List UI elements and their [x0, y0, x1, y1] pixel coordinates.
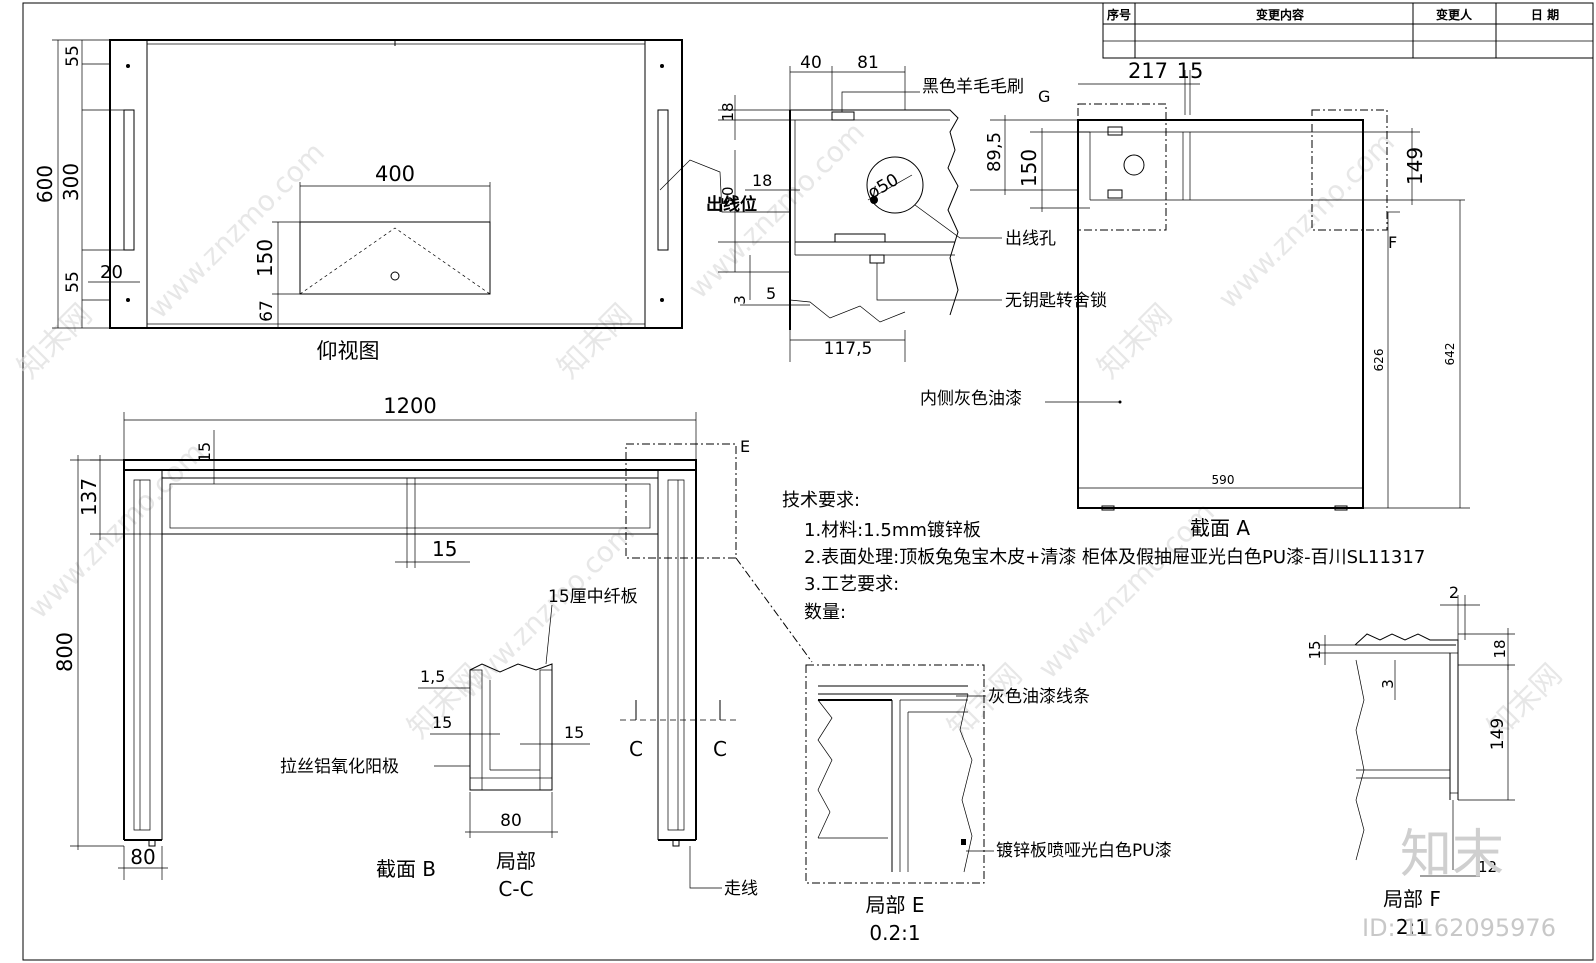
dim-15-top: 15 — [195, 442, 214, 462]
technical-notes: 技术要求: 1.材料:1.5mm镀锌板 2.表面处理:顶板兔兔宝木皮+清漆 柜体… — [782, 490, 1425, 623]
dim-89-5: 89,5 — [984, 132, 1005, 172]
label-lock: 无钥匙转舍锁 — [1005, 291, 1107, 311]
label-galvanized: 镀锌板喷哑光白色PU漆 — [996, 841, 1172, 861]
dim-2: 2 — [1449, 583, 1459, 602]
bottom-view: 55 300 600 55 20 400 150 67 仰视图 — [33, 39, 683, 363]
dim-15-cc-left: 15 — [432, 713, 452, 732]
detail-e-scale: 0.2:1 — [869, 921, 920, 945]
detail-f-scale: 2:1 — [1396, 915, 1428, 939]
watermark-text: 知末网 — [551, 297, 639, 385]
dim-15-f: 15 — [1306, 640, 1324, 659]
rev-header-date: 日 期 — [1531, 7, 1559, 22]
bottom-view-title: 仰视图 — [317, 339, 380, 363]
dim-300: 300 — [59, 163, 83, 201]
dim-626: 626 — [1372, 349, 1386, 372]
watermark-text: 知末网 — [11, 297, 99, 385]
detail-e-title: 局部 E — [866, 893, 925, 917]
dim-5: 5 — [766, 284, 776, 303]
dim-80-cc: 80 — [500, 811, 522, 831]
detail-e: 灰色油漆线条 镀锌板喷哑光白色PU漆 局部 E 0.2:1 — [805, 664, 1172, 945]
section-b-marker-e: E — [740, 437, 750, 456]
dim-149-f: 149 — [1488, 718, 1508, 750]
dim-217: 217 — [1128, 59, 1168, 83]
label-outlet-hole: 出线孔 — [1005, 229, 1056, 249]
detail-cc-subtitle: C-C — [498, 877, 533, 901]
dim-117-5: 117,5 — [824, 339, 873, 359]
dim-1200: 1200 — [383, 394, 436, 418]
dim-40: 40 — [800, 53, 822, 73]
dim-150-a: 150 — [1017, 149, 1041, 187]
dim-80-b: 80 — [130, 845, 155, 869]
section-a-title: 截面 A — [1190, 516, 1250, 540]
rev-header-content: 变更内容 — [1256, 7, 1304, 22]
dim-800: 800 — [53, 632, 77, 672]
revision-table: 序号 变更内容 变更人 日 期 — [1102, 2, 1594, 59]
detail-f: 2 15 3 18 149 12 局部 F 2:1 — [1306, 583, 1515, 939]
label-aluminum: 拉丝铝氧化阳极 — [280, 757, 399, 777]
dim-18-a: 18 — [719, 102, 737, 121]
dim-3-f: 3 — [1379, 679, 1397, 689]
dim-137: 137 — [77, 478, 101, 516]
tech-item-material: 1.材料:1.5mm镀锌板 — [804, 520, 981, 541]
watermark-text: www.znzmo.com — [22, 436, 211, 625]
detail-f-title: 局部 F — [1383, 887, 1441, 911]
tech-item-process: 3.工艺要求: — [804, 574, 899, 595]
dim-18-f: 18 — [1491, 639, 1509, 658]
section-a-marker-g: G — [1038, 87, 1050, 106]
dim-15-cc-right: 15 — [564, 723, 584, 742]
dim-15: 15 — [1177, 59, 1204, 83]
image-id-text: ID: 1162095976 — [1362, 914, 1556, 942]
dim-20: 20 — [100, 262, 123, 283]
label-wire: 走线 — [724, 879, 758, 899]
dim-400: 400 — [375, 162, 415, 186]
detail-cc: 15厘中纤板 1,5 15 15 拉丝铝氧化阳极 80 局部 C-C — [280, 587, 638, 901]
dim-18-b: 18 — [752, 171, 772, 190]
dim-81: 81 — [857, 53, 879, 73]
tech-title: 技术要求: — [782, 490, 860, 511]
section-b: E 1200 15 137 800 15 80 C C 走线 截面 B — [53, 394, 813, 899]
watermark-text: www.znzmo.com — [1212, 126, 1401, 315]
section-cut-c-right: C — [713, 737, 727, 761]
dim-600: 600 — [33, 165, 57, 203]
label-inner-paint: 内侧灰色油漆 — [920, 389, 1022, 409]
tech-item-quantity: 数量: — [804, 602, 846, 623]
dim-3: 3 — [731, 295, 749, 305]
rev-header-person: 变更人 — [1436, 7, 1473, 22]
dim-1-5: 1,5 — [420, 667, 445, 686]
detail-cc-title: 局部 — [496, 849, 536, 873]
top-detail: ø50 40 81 18 50 18 3 5 117,5 黑色羊毛毛刷 出线位 … — [659, 53, 1107, 362]
drawing-border — [22, 2, 1594, 961]
tech-item-surface: 2.表面处理:顶板兔兔宝木皮+清漆 柜体及假抽屉亚光白色PU漆-百川SL1131… — [804, 547, 1425, 568]
section-a: G F 217 15 89,5 150 149 626 642 590 内侧灰色… — [920, 59, 1470, 540]
dim-67: 67 — [257, 300, 277, 322]
dim-55-bottom: 55 — [63, 271, 83, 293]
brand-watermark: 知末 ID: 1162095976 — [1362, 825, 1556, 942]
dim-150: 150 — [253, 239, 277, 277]
dim-590: 590 — [1212, 473, 1235, 487]
watermark-text: www.znzmo.com — [142, 136, 331, 325]
section-a-marker-f: F — [1388, 233, 1397, 252]
label-outlet-position: 出线位 — [706, 194, 757, 215]
label-grey-line: 灰色油漆线条 — [988, 687, 1090, 707]
dim-50: 50 — [719, 186, 737, 205]
dim-15-mid: 15 — [432, 537, 457, 561]
section-cut-c-left: C — [629, 737, 643, 761]
label-brush: 黑色羊毛毛刷 — [922, 77, 1024, 97]
brand-logo-text: 知末 — [1400, 825, 1504, 885]
section-b-title: 截面 B — [376, 857, 436, 881]
rev-header-no: 序号 — [1107, 7, 1131, 22]
dim-149-a: 149 — [1403, 147, 1427, 185]
dim-55-top: 55 — [63, 45, 83, 67]
label-mdf: 15厘中纤板 — [548, 587, 638, 607]
dim-642: 642 — [1443, 343, 1457, 366]
dim-12: 12 — [1478, 858, 1497, 876]
